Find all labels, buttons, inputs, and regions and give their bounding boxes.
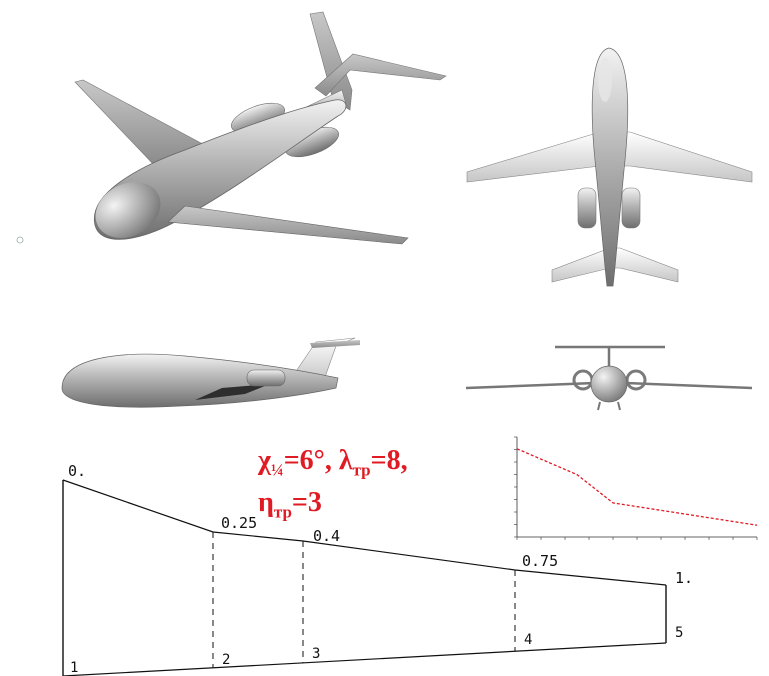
- aircraft-front-view: [465, 345, 753, 411]
- aircraft-isometric-view: [16, 11, 447, 245]
- wing-planform: 0. 0.25 0.4 0.75 1. 1 2 3 4 5: [62, 462, 693, 676]
- section-number-3: 3: [312, 646, 320, 662]
- chart-series-line: [516, 448, 758, 526]
- section-number-2: 2: [222, 652, 230, 668]
- lambda-value: =8,: [370, 445, 408, 476]
- eta-value: =3: [291, 487, 322, 518]
- section-number-4: 4: [524, 632, 532, 648]
- aircraft-top-view: [466, 47, 753, 287]
- chi-value: =6°,: [283, 445, 339, 476]
- wing-trailing-edge: [62, 642, 667, 676]
- station-label-1: 1.: [675, 569, 693, 587]
- lambda-subscript: тр: [352, 460, 371, 480]
- chi-subscript: ¼: [270, 460, 284, 480]
- chart-ticks: [514, 436, 758, 540]
- section-number-1: 1: [70, 660, 78, 676]
- section-number-5: 5: [675, 625, 683, 641]
- eta-symbol: η: [258, 487, 274, 518]
- lambda-symbol: λ: [338, 445, 353, 476]
- station-label-025: 0.25: [221, 514, 257, 532]
- aircraft-side-view: [61, 337, 360, 408]
- params-line-1: χ¼=6°, λтр=8,: [258, 440, 488, 482]
- station-label-0: 0.: [68, 462, 86, 480]
- params-line-2: ηтр=3: [258, 482, 488, 524]
- chord-distribution-chart: [514, 436, 758, 540]
- chi-symbol: χ: [258, 445, 271, 476]
- eta-subscript: тр: [273, 502, 292, 522]
- wing-parameters-text: χ¼=6°, λтр=8, ηтр=3: [258, 440, 488, 524]
- station-label-075: 0.75: [522, 552, 558, 570]
- station-label-04: 0.4: [313, 527, 340, 545]
